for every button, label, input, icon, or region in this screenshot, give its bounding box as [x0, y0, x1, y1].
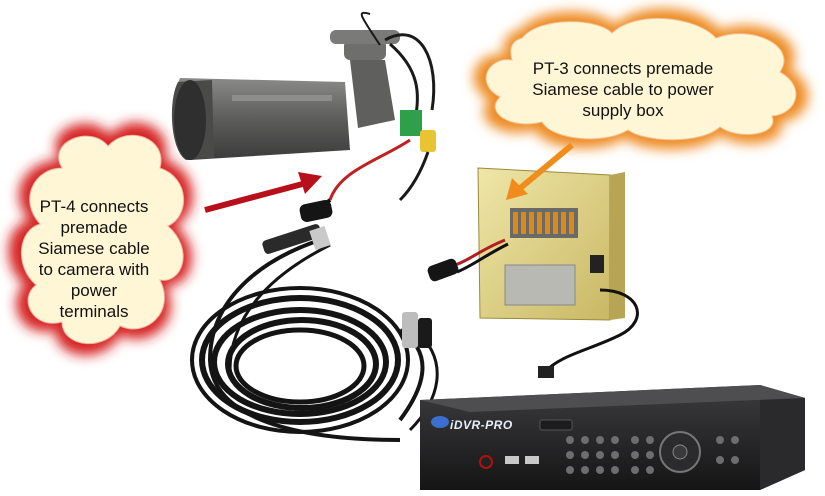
callout-left-text: PT-4 connects premade Siamese cable to c…: [38, 197, 150, 321]
callout-right-text: PT-3 connects premade Siamese cable to p…: [532, 59, 714, 120]
power-supply-box-image: [427, 167, 639, 378]
red-arrow: [204, 172, 322, 213]
callout-cloud-left: [8, 122, 193, 356]
dvr-recorder-image: [420, 385, 805, 490]
bullet-camera-image: [171, 11, 436, 223]
siamese-cable-coil-image: [190, 224, 439, 442]
dvr-brand-label: iDVR-PRO: [450, 418, 513, 432]
orange-arrow: [506, 142, 574, 200]
callout-cloud-right: [473, 8, 809, 150]
